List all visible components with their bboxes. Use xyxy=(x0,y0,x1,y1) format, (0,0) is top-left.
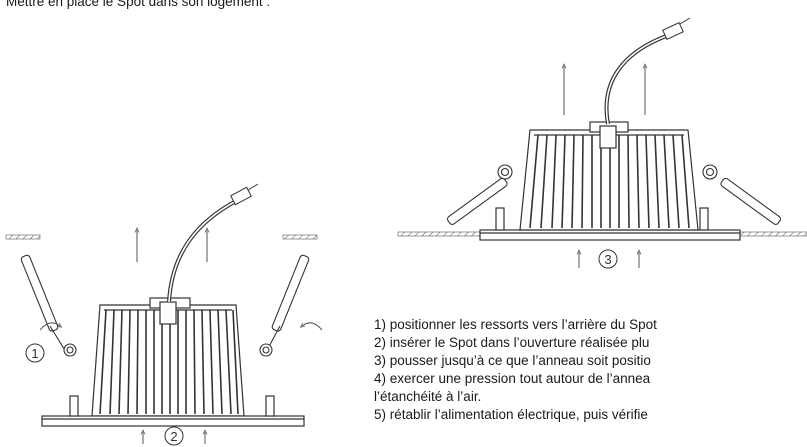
step-1-text: 1) positionner les ressorts vers l’arriè… xyxy=(374,317,657,332)
step-marker-3: 3 xyxy=(598,249,618,269)
lift-arrows-left xyxy=(137,230,207,444)
step-marker-2: 2 xyxy=(164,426,184,446)
spring-right-2 xyxy=(702,164,782,225)
ring-right xyxy=(479,207,741,241)
cable-left xyxy=(167,183,259,303)
ring-left xyxy=(41,395,305,427)
step-marker-1-label: 1 xyxy=(31,346,38,361)
step-3-text: 3) pousser jusqu’à ce que l’anneau soit … xyxy=(374,353,651,368)
instruction-steps: 1) positionner les ressorts vers l’arriè… xyxy=(374,316,807,424)
step-2-text: 2) insérer le Spot dans l’ouverture réal… xyxy=(374,335,650,350)
spot-body-right xyxy=(519,121,699,231)
step-4-text: 4) exercer une pression tout autour de l… xyxy=(374,371,651,386)
step-marker-3-label: 3 xyxy=(604,252,611,267)
spring-left-1 xyxy=(20,254,77,357)
cable-right xyxy=(604,17,691,125)
rotation-arrows-left xyxy=(39,322,323,331)
intro-text: Mettre en place le Spot dans son logemen… xyxy=(6,0,271,9)
ceiling-left xyxy=(5,234,318,240)
spot-body-left xyxy=(91,297,245,417)
spring-left-2 xyxy=(259,254,310,357)
step-4-continued-text: l’étanchéité à l’air. xyxy=(374,389,482,404)
spring-right-1 xyxy=(446,164,513,225)
lift-arrows-right xyxy=(564,66,645,268)
step-marker-2-label: 2 xyxy=(170,429,177,444)
step-5-text: 5) rétablir l’alimentation électrique, p… xyxy=(374,407,648,422)
step-marker-1: 1 xyxy=(25,343,45,363)
